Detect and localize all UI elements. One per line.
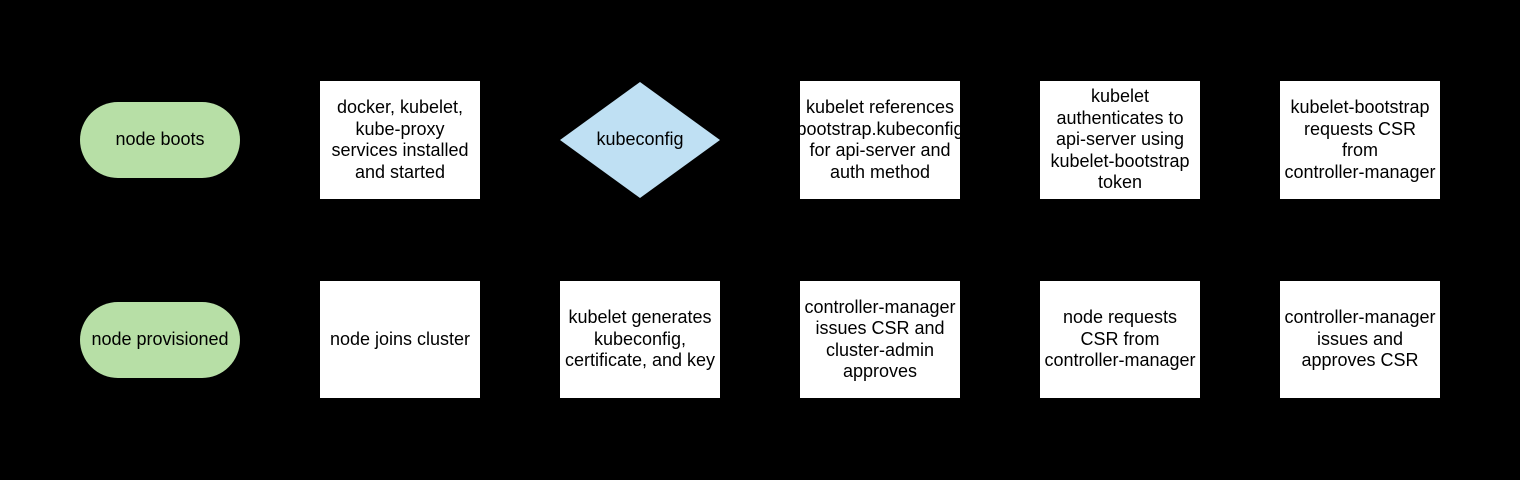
node-label: kubeconfig bbox=[596, 129, 684, 150]
node-label: node provisioned bbox=[91, 329, 229, 350]
decision-kubeconfig: kubeconfig bbox=[560, 82, 720, 198]
node-label: kubelet authenticates to api-server usin… bbox=[1050, 86, 1190, 193]
process-kubelet-authenticates: kubelet authenticates to api-server usin… bbox=[1040, 81, 1200, 199]
node-label: docker, kubelet, kube-proxy services ins… bbox=[331, 97, 469, 182]
node-label: kubelet-bootstrap requests CSR from cont… bbox=[1284, 97, 1436, 182]
process-kubelet-generates: kubelet generates kubeconfig, certificat… bbox=[560, 281, 720, 398]
process-cm-issues-approves: controller-manager issues and approves C… bbox=[1280, 281, 1440, 398]
terminator-node-provisioned: node provisioned bbox=[80, 302, 240, 378]
process-references-bootstrap-kubeconfig: kubelet references bootstrap.kubeconfig … bbox=[796, 81, 964, 199]
node-label: controller-manager issues and approves C… bbox=[1284, 307, 1436, 371]
process-cm-issues-admin-approves: controller-manager issues CSR and cluste… bbox=[800, 281, 960, 398]
node-label: kubelet references bootstrap.kubeconfig … bbox=[796, 97, 964, 182]
process-node-requests-csr: node requests CSR from controller-manage… bbox=[1040, 281, 1200, 398]
process-bootstrap-requests-csr: kubelet-bootstrap requests CSR from cont… bbox=[1280, 81, 1440, 199]
node-label: node boots bbox=[115, 129, 205, 150]
node-label: controller-manager issues CSR and cluste… bbox=[804, 296, 956, 382]
node-label: node requests CSR from controller-manage… bbox=[1044, 307, 1196, 371]
node-label: node joins cluster bbox=[329, 328, 471, 349]
process-node-joins-cluster: node joins cluster bbox=[320, 281, 480, 398]
terminator-node-boots: node boots bbox=[80, 102, 240, 178]
process-services-installed: docker, kubelet, kube-proxy services ins… bbox=[320, 81, 480, 199]
node-label: kubelet generates kubeconfig, certificat… bbox=[564, 307, 716, 371]
